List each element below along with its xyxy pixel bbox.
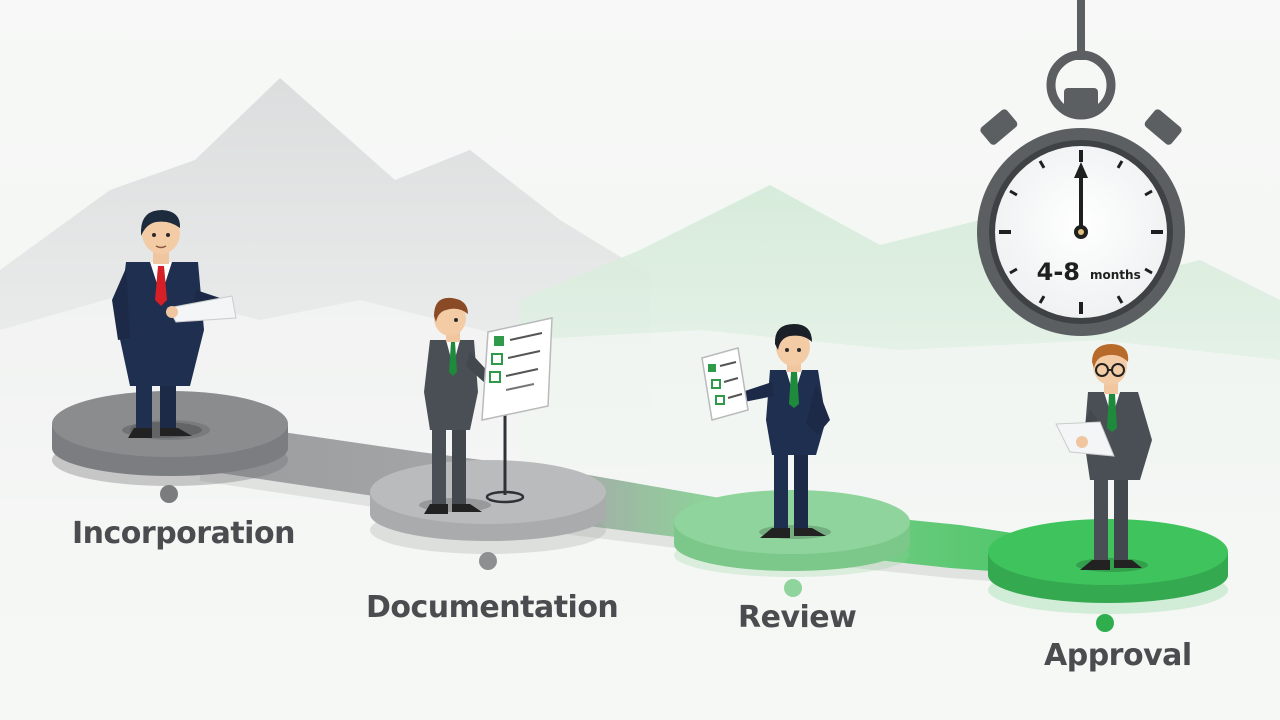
dial-tick (1009, 267, 1018, 275)
dial-tick (1144, 267, 1153, 275)
stopwatch: 4-8 months (977, 0, 1185, 336)
dial-tick (1116, 295, 1124, 304)
businessman-review-figure (701, 324, 831, 539)
stage-dot-documentation (479, 552, 497, 570)
checklist-paper-review (701, 347, 749, 421)
dial-tick (1038, 295, 1046, 304)
dial-tick (1009, 189, 1018, 197)
stage-label-incorporation: Incorporation (72, 516, 295, 551)
businessman-documentation-figure (419, 297, 553, 514)
stopwatch-duration-unit: months (1090, 268, 1141, 282)
platform-review (674, 490, 910, 577)
stage-dot-approval (1096, 614, 1114, 632)
stopwatch-tick-marks (999, 150, 1163, 314)
stopwatch-duration-value: 4-8 (1037, 258, 1080, 286)
stage-dot-review (784, 579, 802, 597)
platform-documentation (370, 460, 606, 554)
dial-tick (1038, 160, 1046, 169)
businessman-incorporation-figure (112, 210, 237, 438)
checklist-board-documentation (481, 317, 553, 421)
dial-tick (1144, 189, 1153, 197)
dial-tick (1116, 160, 1124, 169)
stage-dot-incorporation (160, 485, 178, 503)
stage-label-review: Review (738, 600, 857, 635)
stage-label-documentation: Documentation (366, 590, 619, 625)
stage-label-approval: Approval (1044, 638, 1192, 673)
stopwatch-hanging-rod (1077, 0, 1085, 60)
businessman-approval-figure (1055, 344, 1152, 572)
